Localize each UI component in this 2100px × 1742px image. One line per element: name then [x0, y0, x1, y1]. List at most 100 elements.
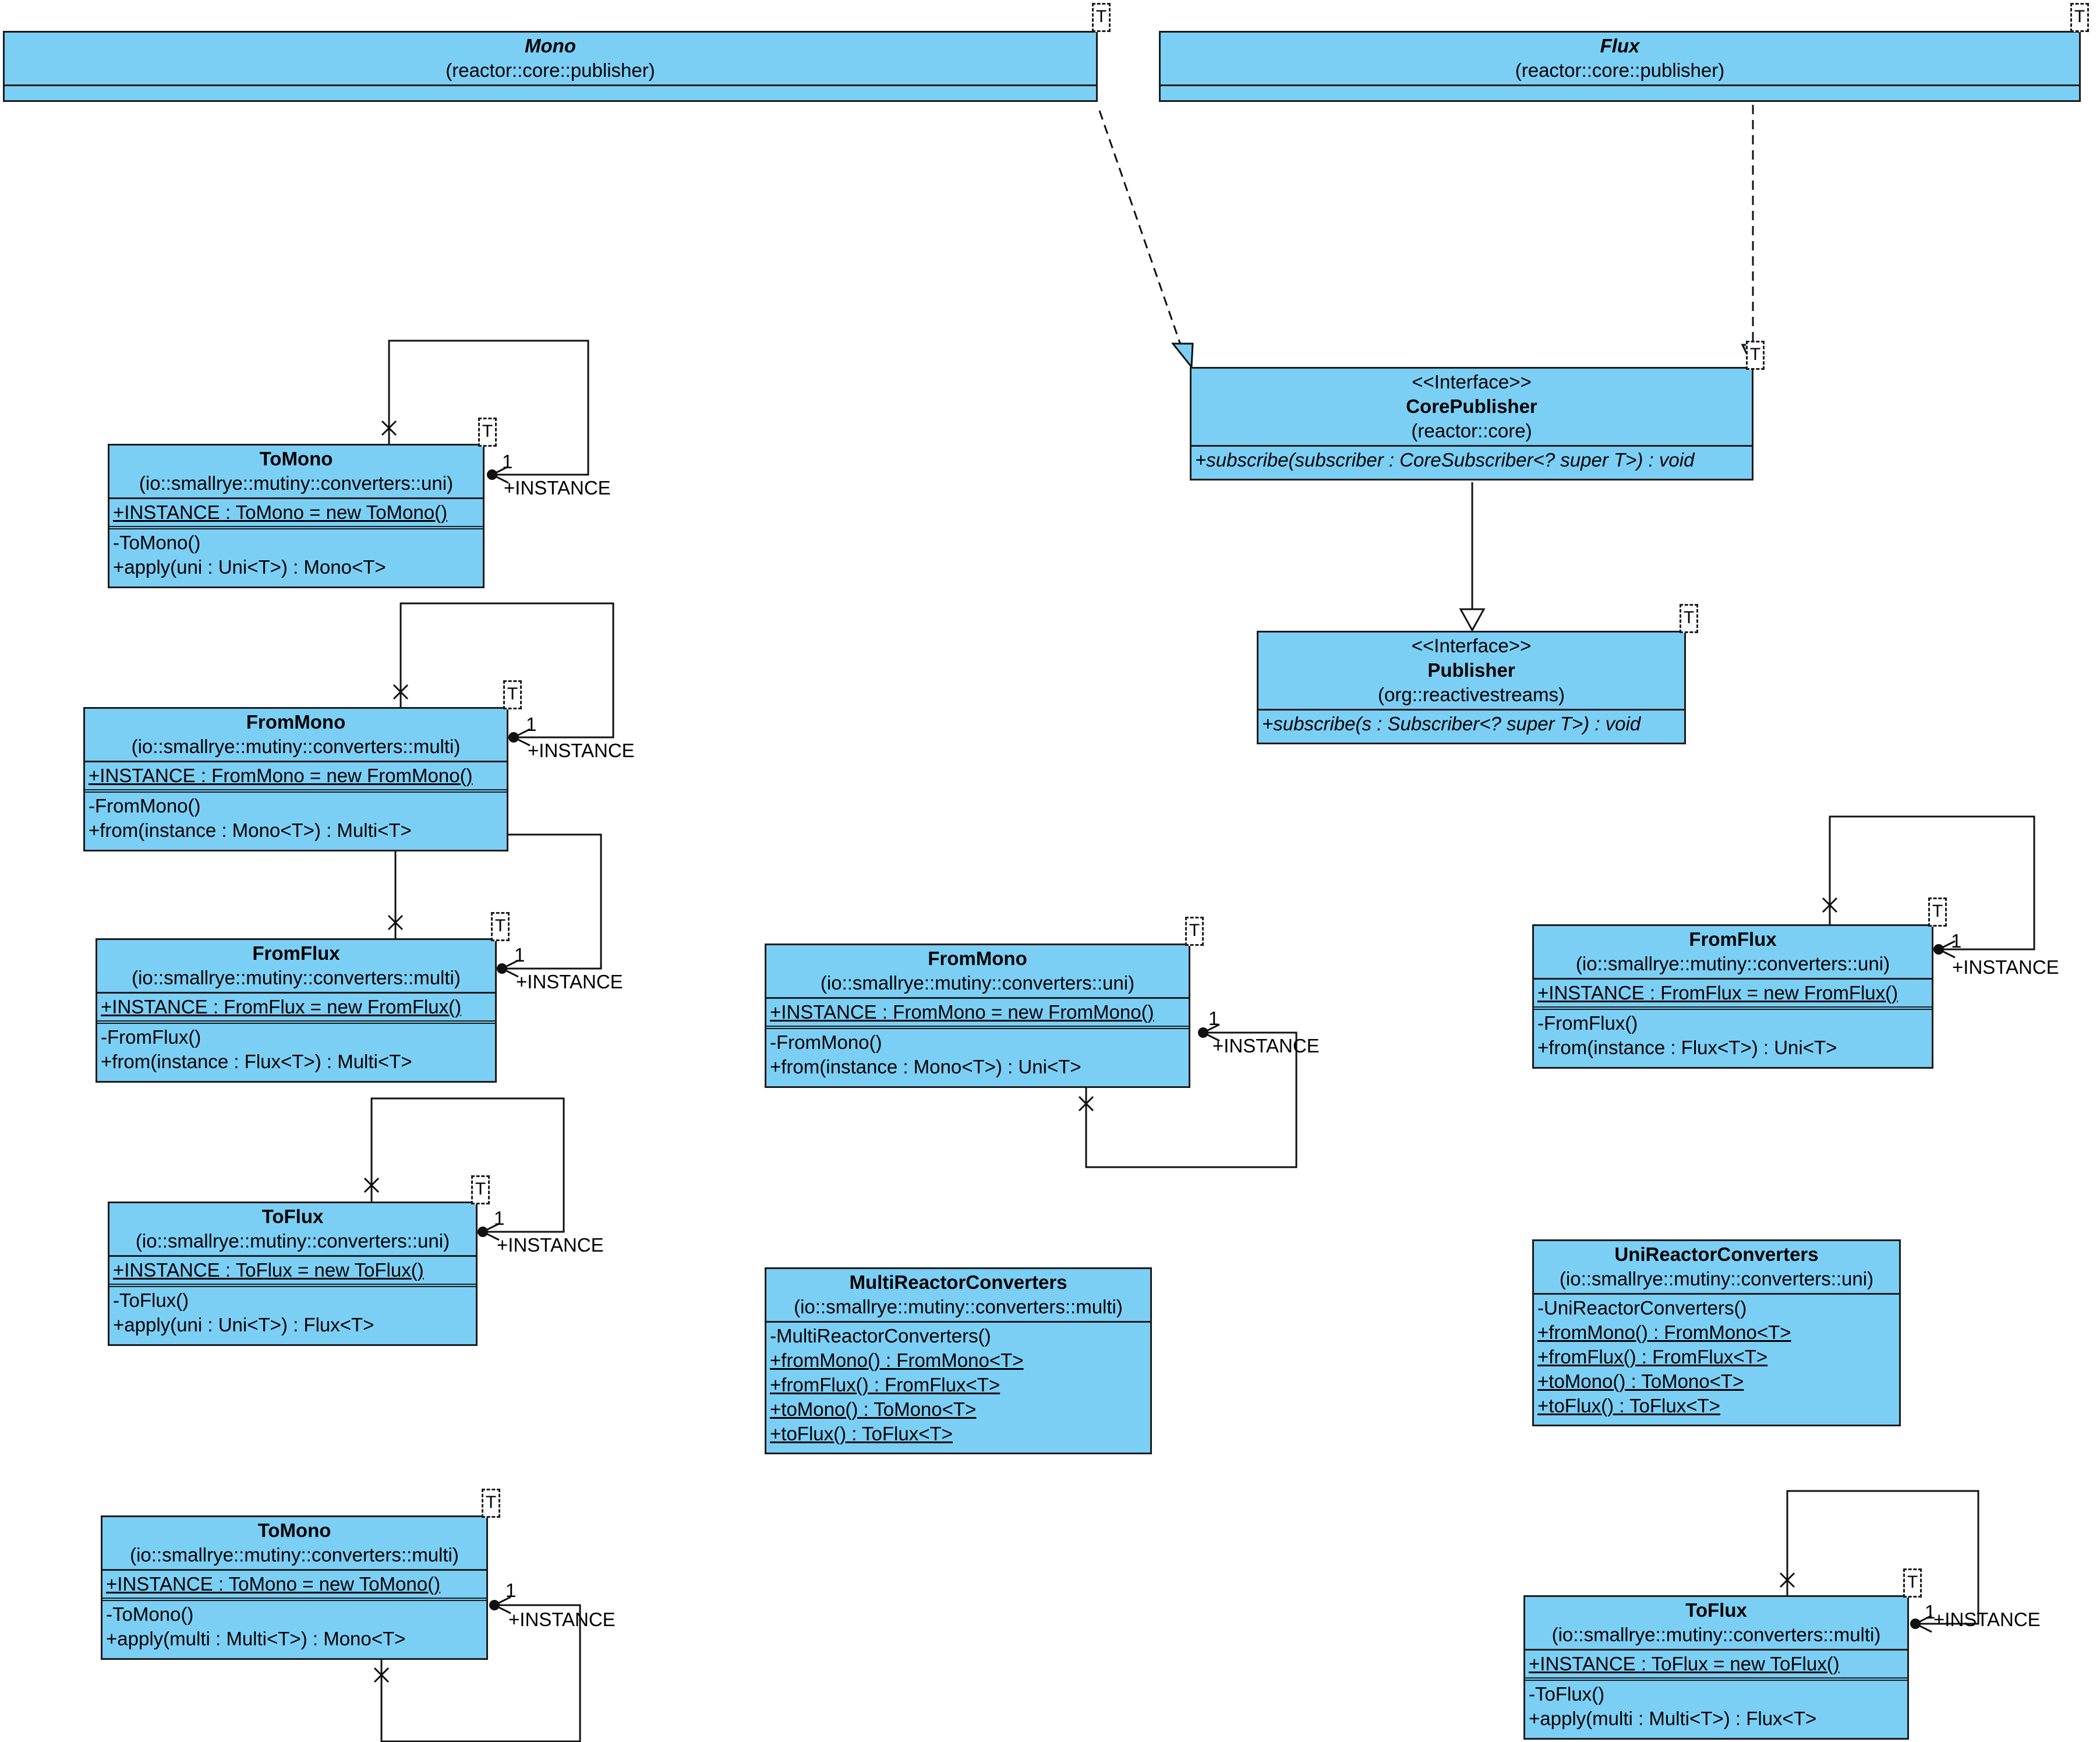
class-name: UniReactorConverters [1614, 1243, 1819, 1265]
navigability-cross [387, 914, 404, 931]
method: -FromMono() [89, 795, 201, 817]
type-parameter-box: T [1746, 341, 1765, 370]
method: -ToMono() [106, 1603, 194, 1625]
association-role: +INSTANCE [1212, 1035, 1320, 1056]
type-parameter-box: T [1903, 1568, 1922, 1598]
class-from-mono-multi[interactable]: FromMono (io::smallrye::mutiny::converte… [83, 707, 508, 851]
association-multiplicity: 1 [1925, 1601, 1936, 1623]
class-attributes: +INSTANCE : ToMono = new ToMono() [102, 1571, 486, 1601]
association-multiplicity: 1 [505, 1580, 517, 1601]
class-header: <<Interface>> CorePublisher (reactor::co… [1192, 369, 1752, 447]
class-name: FromFlux [1689, 928, 1777, 950]
attribute: +INSTANCE : FromMono = new FromMono() [770, 1001, 1154, 1023]
class-methods: -MultiReactorConverters() +fromMono() : … [766, 1323, 1150, 1447]
class-header: FromFlux (io::smallrye::mutiny::converte… [97, 940, 495, 994]
class-from-flux-uni[interactable]: FromFlux (io::smallrye::mutiny::converte… [1532, 924, 1933, 1069]
attribute: +INSTANCE : ToFlux = new ToFlux() [1529, 1653, 1840, 1674]
method: -MultiReactorConverters() [770, 1325, 991, 1347]
generalization-arrowhead [1459, 608, 1486, 633]
association-role: +INSTANCE [504, 477, 611, 499]
self-association-line [1829, 815, 2035, 950]
class-header: ToFlux (io::smallrye::mutiny::converters… [109, 1203, 476, 1257]
class-multi-reactor-converters[interactable]: MultiReactorConverters (io::smallrye::mu… [765, 1267, 1152, 1454]
class-name: Mono [525, 35, 576, 56]
association-multiplicity: 1 [1951, 930, 1962, 952]
self-association-line [388, 340, 589, 476]
attribute: +INSTANCE : ToMono = new ToMono() [106, 1573, 441, 1595]
method: +fromFlux() : FromFlux<T> [770, 1374, 1000, 1395]
class-stereotype: <<Interface>> [1412, 371, 1532, 393]
class-methods: +subscribe(s : Subscriber<? super T>) : … [1258, 711, 1684, 737]
class-name: CorePublisher [1406, 395, 1537, 417]
class-methods: -ToMono() +apply(multi : Multi<T>) : Mon… [102, 1601, 486, 1652]
method: +from(instance : Mono<T>) : Uni<T> [770, 1056, 1081, 1077]
class-flux[interactable]: Flux (reactor::core::publisher) [1159, 31, 2081, 102]
class-package: (reactor::core::publisher) [1515, 59, 1725, 81]
type-parameter-box: T [478, 418, 497, 447]
method: +fromMono() : FromMono<T> [1537, 1321, 1791, 1343]
association-multiplicity: 1 [1208, 1008, 1219, 1029]
self-association-line [400, 602, 614, 739]
navigability-cross [373, 1667, 390, 1683]
class-to-mono-uni[interactable]: ToMono (io::smallrye::mutiny::converters… [108, 444, 485, 588]
navigability-arrow [1201, 1023, 1220, 1042]
method: -ToMono() [113, 532, 201, 553]
class-name: Flux [1600, 35, 1640, 56]
class-header: FromMono (io::smallrye::mutiny::converte… [766, 945, 1189, 999]
navigability-cross [1078, 1096, 1094, 1112]
class-name: ToMono [257, 1520, 331, 1541]
class-body [5, 86, 1096, 104]
navigability-arrow [492, 1596, 511, 1614]
method: -ToFlux() [1529, 1683, 1605, 1705]
class-package: (io::smallrye::mutiny::converters::uni) [135, 1230, 450, 1252]
navigability-arrow [1913, 1614, 1932, 1633]
class-attributes: +INSTANCE : FromFlux = new FromFlux() [97, 994, 495, 1024]
class-attributes: +INSTANCE : ToMono = new ToMono() [109, 499, 483, 529]
class-uni-reactor-converters[interactable]: UniReactorConverters (io::smallrye::muti… [1532, 1239, 1901, 1426]
class-header: ToMono (io::smallrye::mutiny::converters… [102, 1517, 486, 1571]
class-methods: -FromFlux() +from(instance : Flux<T>) : … [97, 1024, 495, 1075]
class-name: FromMono [246, 711, 346, 733]
navigability-cross [1822, 897, 1838, 913]
interface-core-publisher[interactable]: <<Interface>> CorePublisher (reactor::co… [1190, 367, 1753, 480]
class-name: FromFlux [252, 942, 340, 964]
class-to-flux-uni[interactable]: ToFlux (io::smallrye::mutiny::converters… [108, 1202, 478, 1346]
class-methods: -FromMono() +from(instance : Mono<T>) : … [85, 793, 507, 844]
class-package: (io::smallrye::mutiny::converters::multi… [130, 1544, 459, 1566]
type-parameter-box: T [482, 1489, 500, 1518]
class-package: (org::reactivestreams) [1378, 684, 1565, 705]
method: +from(instance : Flux<T>) : Uni<T> [1537, 1037, 1837, 1058]
class-body [1161, 86, 2079, 104]
attribute: +INSTANCE : FromFlux = new FromFlux() [1537, 982, 1899, 1003]
method: +apply(uni : Uni<T>) : Mono<T> [113, 556, 386, 578]
class-methods: -FromFlux() +from(instance : Flux<T>) : … [1534, 1010, 1932, 1061]
interface-publisher[interactable]: <<Interface>> Publisher (org::reactivest… [1257, 631, 1686, 744]
class-to-flux-multi[interactable]: ToFlux (io::smallrye::mutiny::converters… [1523, 1595, 1909, 1740]
method: +toMono() : ToMono<T> [1537, 1370, 1744, 1392]
navigability-arrow [500, 959, 519, 978]
class-package: (io::smallrye::mutiny::converters::uni) [1575, 953, 1890, 974]
attribute: +INSTANCE : ToMono = new ToMono() [113, 501, 448, 523]
class-header: FromFlux (io::smallrye::mutiny::converte… [1534, 926, 1932, 980]
class-from-flux-multi[interactable]: FromFlux (io::smallrye::mutiny::converte… [96, 938, 497, 1083]
association-multiplicity: 1 [494, 1207, 505, 1229]
attribute: +INSTANCE : FromMono = new FromMono() [89, 765, 473, 786]
method: +subscribe(s : Subscriber<? super T>) : … [1262, 713, 1641, 734]
method: -FromMono() [770, 1031, 882, 1053]
navigability-arrow [511, 728, 531, 747]
association-role: +INSTANCE [516, 971, 623, 992]
method: -FromFlux() [101, 1026, 201, 1048]
association-role: +INSTANCE [508, 1609, 616, 1630]
association-multiplicity: 1 [514, 944, 525, 966]
method: +apply(multi : Multi<T>) : Flux<T> [1529, 1708, 1817, 1729]
class-methods: +subscribe(subscriber : CoreSubscriber<?… [1192, 447, 1752, 474]
type-parameter-box: T [1928, 897, 1947, 927]
class-from-mono-uni[interactable]: FromMono (io::smallrye::mutiny::converte… [765, 944, 1190, 1088]
class-header: ToFlux (io::smallrye::mutiny::converters… [1525, 1597, 1907, 1651]
class-methods: -ToMono() +apply(uni : Uni<T>) : Mono<T> [109, 529, 483, 581]
class-to-mono-multi[interactable]: ToMono (io::smallrye::mutiny::converters… [101, 1515, 488, 1660]
class-mono[interactable]: Mono (reactor::core::publisher) [3, 31, 1098, 102]
navigability-arrow [1936, 940, 1956, 959]
method: +toFlux() : ToFlux<T> [1537, 1395, 1720, 1416]
